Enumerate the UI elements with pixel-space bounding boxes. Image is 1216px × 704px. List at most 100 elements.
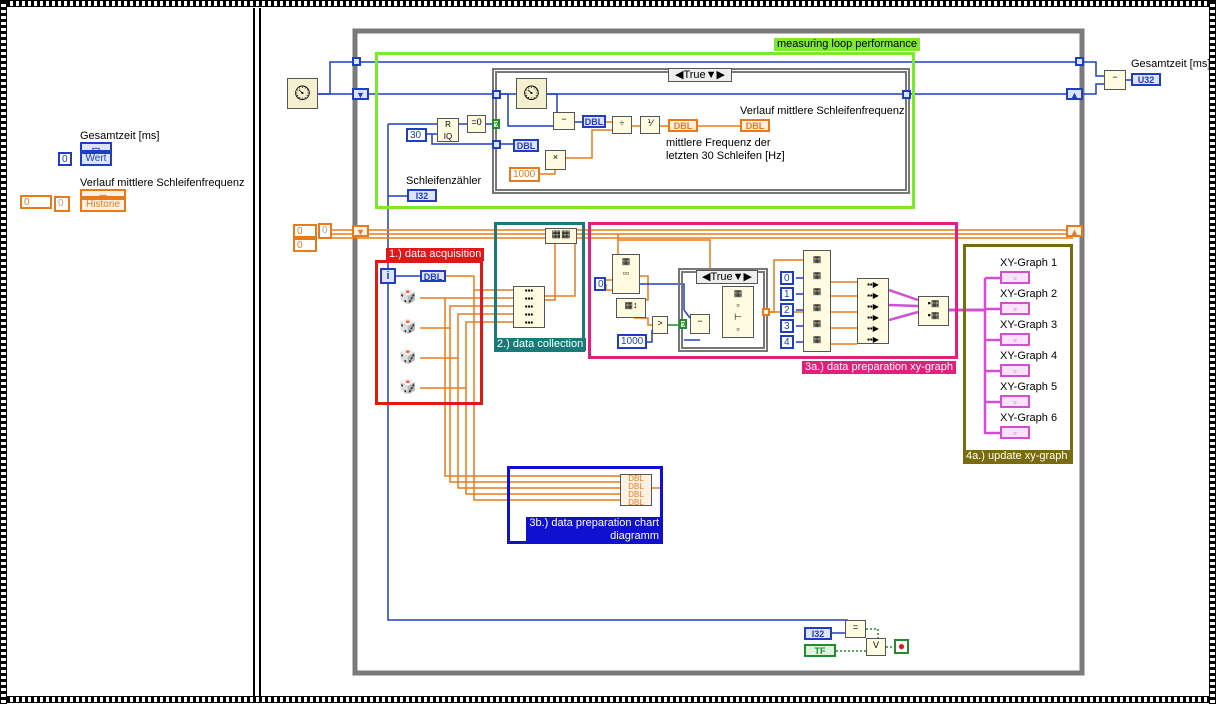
verlauf-terminal[interactable]: Historie (80, 198, 126, 212)
or-node: V (866, 638, 886, 656)
dbl-convert-2: DBL (513, 139, 539, 152)
array-node-top: ▦▦ (545, 228, 577, 244)
dbl-convert-1: DBL (582, 115, 606, 128)
verlauf-index[interactable]: 0 (54, 196, 70, 212)
random-dice-icon-3: 🎲 (399, 348, 417, 364)
tick-count-clock-icon: ⏲ (287, 78, 318, 109)
loop-stop-terminal[interactable]: ● (894, 639, 909, 654)
xy-graph-5-label: XY-Graph 5 (1000, 381, 1058, 393)
case-selector-top[interactable]: ◀True▼▶ (668, 68, 732, 82)
xy-graph-6-label: XY-Graph 6 (1000, 412, 1058, 424)
build-array-xy-node: ▪▦▪▦ (918, 296, 949, 326)
stop-boolean-control[interactable]: TF (804, 644, 836, 657)
index-array-node: ▦▫▫ (612, 254, 640, 294)
idx-const-4[interactable]: 4 (780, 335, 794, 349)
mid-case-selector: ? (679, 319, 687, 330)
idx-const-2[interactable]: 2 (780, 303, 794, 317)
random-dice-icon-1: 🎲 (399, 288, 417, 304)
greater-node: > (652, 316, 668, 334)
update-xy-tag: 4a.) update xy-graph (963, 450, 1071, 463)
delete-from-array-node: ▦▫⊢▫ (722, 286, 754, 338)
case-top-value: True (683, 69, 706, 81)
inner-case-structure (492, 68, 910, 194)
case-tunnel-left (492, 90, 501, 99)
verlauf-diagram-label: Verlauf mittlere Schleifenfrequenz (740, 105, 905, 117)
xy-graph-1-label: XY-Graph 1 (1000, 257, 1058, 269)
shift-init-value-1[interactable]: 0 (293, 224, 317, 238)
xy-graph-4-terminal[interactable]: ▫ (1000, 364, 1030, 377)
inner-clock-icon: ⏲ (516, 78, 547, 109)
bundle-node: ▪▪▶▪▪▶▪▪▶▪▪▶▪▪▶▪▪▶ (857, 278, 889, 344)
idx-const-3[interactable]: 3 (780, 319, 794, 333)
xy-graph-1-terminal[interactable]: ▫ (1000, 271, 1030, 284)
reciprocal-node: ⅟ (640, 116, 660, 134)
subtract-node-inner: − (553, 112, 575, 130)
idx-const-0[interactable]: 0 (780, 271, 794, 285)
idx-const-1[interactable]: 1 (780, 287, 794, 301)
case-selector-mid[interactable]: ◀True▼▶ (696, 270, 758, 284)
shift-init-index[interactable]: 0 (318, 223, 332, 239)
verlauf-terminal-icon: ▭ (80, 189, 126, 201)
prep-xy-tag: 3a.) data preparation xy-graph (802, 361, 956, 374)
multiply-node: × (545, 150, 566, 170)
loop-iteration-terminal: i (380, 268, 396, 284)
xy-graph-3-terminal[interactable]: ▫ (1000, 333, 1030, 346)
gesamtzeit-indicator-u32[interactable]: U32 (1131, 73, 1161, 86)
prep-xy-frame (588, 222, 958, 359)
schleifenzaehler-indicator[interactable]: I32 (407, 189, 437, 202)
xy-graph-2-terminal[interactable]: ▫ (1000, 302, 1030, 315)
case-tunnel-right (902, 90, 911, 99)
const-0-index[interactable]: 0 (594, 277, 606, 291)
const-1000-mid[interactable]: 1000 (617, 334, 647, 349)
gesamtzeit-value[interactable]: 0 (58, 152, 72, 166)
xy-graph-6-terminal[interactable]: ▫ (1000, 426, 1030, 439)
schleifenzaehler-label: Schleifenzähler (406, 175, 482, 187)
dbl-convert-acq: DBL (420, 270, 446, 282)
case-input-tunnel (492, 140, 501, 149)
xy-graph-5-terminal[interactable]: ▫ (1000, 395, 1030, 408)
equal-zero-node: =0 (467, 115, 486, 133)
dbl-local-1: DBL (668, 119, 698, 132)
case-mid-value: True (710, 271, 733, 283)
xy-graph-4-label: XY-Graph 4 (1000, 350, 1058, 362)
gesamtzeit-terminal[interactable]: Wert (80, 152, 112, 166)
pane-divider-right (259, 8, 261, 696)
sequence-tunnel-top (352, 57, 361, 66)
random-dice-icon-2: 🎲 (399, 318, 417, 334)
verlauf-indicator[interactable]: DBL (740, 119, 770, 132)
data-acquisition-tag: 1.) data acquisition (386, 248, 485, 261)
verlauf-value[interactable]: 0 (20, 195, 52, 209)
shift-register-left-time: ▼ (352, 88, 369, 100)
index-array-multi-node: ▦▦▦▦▦▦ (803, 250, 831, 352)
mittlere-label-2: letzten 30 Schleifen [Hz] (666, 150, 785, 162)
subtract-node-mid: − (690, 314, 710, 334)
mid-case-tunnel-out (762, 308, 770, 316)
prep-chart-tag: 3b.) data preparation chart diagramm (526, 517, 662, 543)
data-collection-tag: 2.) data collection (494, 338, 587, 351)
const-30[interactable]: 30 (406, 128, 427, 142)
equal-node-stop: = (845, 620, 866, 638)
prep-chart-tag-line1: 3b.) data preparation chart (529, 517, 659, 529)
const-1000-top[interactable]: 1000 (509, 167, 540, 182)
gesamtzeit-terminal-icon: ▭ (80, 142, 112, 154)
xy-graph-3-label: XY-Graph 3 (1000, 319, 1058, 331)
gesamtzeit-diagram-label: Gesamtzeit [ms] (1131, 58, 1211, 70)
array-size-node: ▦↕ (616, 298, 646, 318)
prep-chart-tag-line2: diagramm (610, 530, 659, 542)
pane-divider-left (253, 8, 255, 696)
measuring-frame-tag: measuring loop performance (774, 38, 921, 51)
data-acquisition-frame (375, 260, 483, 405)
xy-graph-2-label: XY-Graph 2 (1000, 288, 1058, 300)
divide-node: ÷ (612, 116, 632, 134)
shift-register-left-data: ▼ (352, 225, 369, 237)
measuring-frame (375, 52, 915, 209)
i32-compare-input: I32 (804, 627, 832, 640)
verlauf-label: Verlauf mittlere Schleifenfrequenz (80, 177, 245, 189)
shift-register-right-time: ▲ (1066, 88, 1083, 100)
random-dice-icon-4: 🎲 (399, 378, 417, 394)
shift-init-value-2[interactable]: 0 (293, 238, 317, 252)
tunnel-right-top (1075, 57, 1084, 66)
